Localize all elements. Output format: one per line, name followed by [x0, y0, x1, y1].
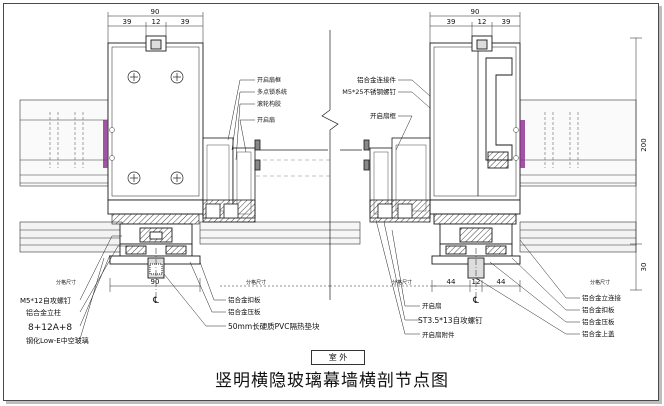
dim-right-b1: 44: [447, 278, 456, 286]
dim-right-a: 39: [447, 18, 456, 26]
callout-center-top-1: 开启扇框: [257, 76, 281, 84]
dim-right-b3: 44: [497, 278, 506, 286]
break-line: [260, 30, 362, 300]
callout-center-bottom-1: 铝合金扣板: [228, 295, 261, 304]
drawing-title: 竖明横隐玻璃幕墙横剖节点图: [215, 371, 449, 391]
callout-right-top-2: M5*25不锈钢螺钉: [342, 87, 396, 96]
centerline-left: ℄: [152, 296, 159, 306]
dim-right-total: 90: [471, 8, 480, 16]
dim-right-b: 12: [478, 18, 487, 26]
callout-center-top-2: 多点锁系统: [257, 88, 287, 96]
far-right-callouts: 铝合金立连接 铝合金扣板 铝合金压板 铝合金上盖: [582, 293, 622, 338]
callout-left-3: 8+12A+8: [28, 323, 72, 333]
dim-left-bottom: 90: [151, 278, 160, 286]
right-glass-clip: [513, 120, 525, 168]
callout-left-2: 铝合金立柱: [26, 308, 61, 317]
callout-right-bottom-1: 开启扇: [422, 301, 442, 310]
dim-left-c: 39: [181, 18, 190, 26]
exterior-label: 室 外: [311, 350, 365, 365]
callout-far-right-4: 铝合金上盖: [582, 329, 615, 338]
dim-left-total: 90: [151, 8, 160, 16]
center-top-callouts: 开启扇框 多点锁系统 滚轮构胶 开启扇: [257, 76, 287, 124]
right-bottom-callouts: 开启扇 ST3.5*13自攻螺钉 开启扇附件: [418, 301, 483, 339]
glass-panels: [19, 99, 637, 253]
callout-left-4: 钢化Low-E中空玻璃: [26, 336, 89, 345]
callout-center-top-4: 开启扇: [257, 116, 275, 124]
callout-right-top-1: 铝合金连接件: [357, 75, 397, 84]
center-bottom-callouts: 铝合金扣板 铝合金压板 50mm长硬质PVC隔热垫块: [228, 295, 320, 331]
width-note-2: 分格尺寸: [56, 279, 76, 286]
leader-lines: [79, 79, 580, 340]
callout-center-bottom-2: 铝合金压板: [228, 307, 261, 316]
callout-far-right-2: 铝合金扣板: [582, 305, 615, 314]
centerline-right: ℄: [472, 296, 479, 306]
left-glass-clip: [103, 120, 115, 168]
dim-left-a: 39: [123, 18, 132, 26]
center-left-sash: [202, 137, 261, 223]
dim-right-b2: 12: [472, 278, 481, 286]
width-note-1: 分格尺寸: [246, 279, 266, 286]
callout-left-1: M5*12自攻螺钉: [20, 296, 71, 305]
center-right-sash: [363, 137, 431, 223]
dimension-lines: [107, 12, 642, 292]
right-mullion: [429, 35, 521, 300]
callout-far-right-3: 铝合金压板: [582, 317, 615, 326]
right-top-callouts: 铝合金连接件 M5*25不锈钢螺钉 开启扇框: [342, 75, 396, 120]
left-callouts: M5*12自攻螺钉 铝合金立柱 8+12A+8 钢化Low-E中空玻璃: [20, 296, 89, 345]
callout-right-top-3: 开启扇框: [370, 111, 397, 120]
callout-center-top-3: 滚轮构胶: [257, 100, 281, 108]
callout-far-right-1: 铝合金立连接: [582, 293, 622, 302]
dim-right-v1: 200: [640, 138, 648, 151]
dim-right-v2: 30: [640, 263, 648, 272]
left-mullion: [107, 35, 204, 300]
callout-center-bottom-3: 50mm长硬质PVC隔热垫块: [228, 321, 320, 331]
dim-left-b: 12: [152, 18, 161, 26]
width-note-3: 分格尺寸: [392, 279, 412, 286]
dim-right-c: 39: [502, 18, 511, 26]
width-note-4: 分格尺寸: [590, 279, 610, 286]
dimension-texts: 90 39 12 39 90 ℄ 90 39 12 39 44 12 44 ℄ …: [56, 8, 648, 306]
callout-right-bottom-3: 开启扇附件: [422, 330, 455, 339]
callout-right-bottom-2: ST3.5*13自攻螺钉: [418, 315, 483, 325]
